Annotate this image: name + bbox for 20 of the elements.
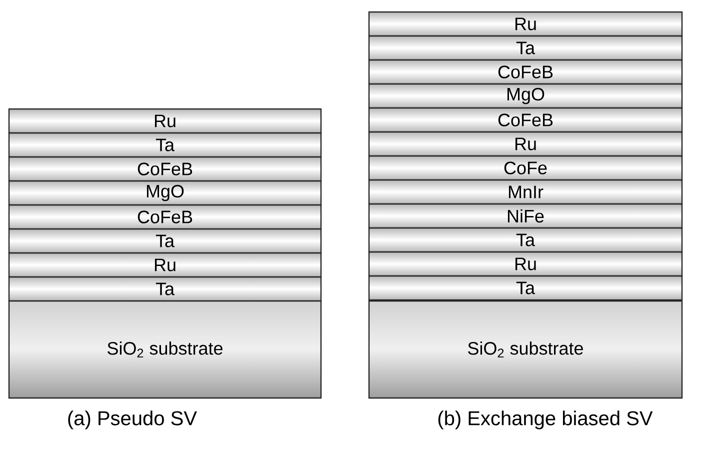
layer-box: Ta — [8, 228, 322, 254]
layer-box: Ru — [8, 108, 322, 134]
layer-box: NiFe — [368, 203, 683, 229]
layer-box: CoFeB — [368, 59, 683, 85]
layer-box: CoFeB — [8, 156, 322, 182]
layer-box: Ta — [8, 276, 322, 302]
layer-box: Ta — [368, 35, 683, 61]
layer-box: Ta — [368, 275, 683, 301]
layer-box: MgO — [8, 180, 322, 206]
layer-box: CoFe — [368, 155, 683, 181]
layer-box: CoFeB — [368, 107, 683, 133]
layer-box: Ru — [8, 252, 322, 278]
layer-box: CoFeB — [8, 204, 322, 230]
layer-box: MnIr — [368, 179, 683, 205]
layer-box: Ru — [368, 131, 683, 157]
layer-box: MgO — [368, 83, 683, 109]
layer-box: Ru — [368, 11, 683, 37]
layer-box: Ta — [368, 227, 683, 253]
layer-box: Ru — [368, 251, 683, 277]
layer-box: Ta — [8, 132, 322, 158]
